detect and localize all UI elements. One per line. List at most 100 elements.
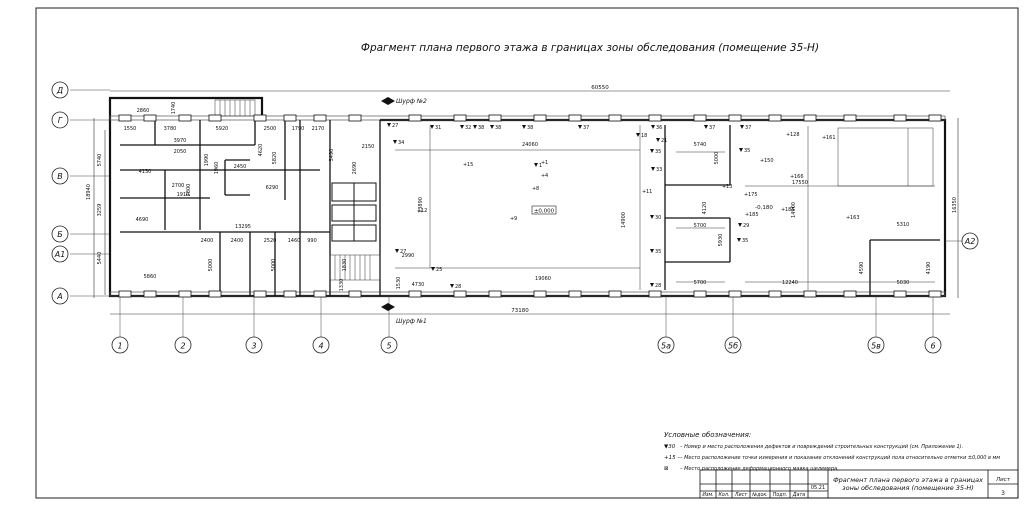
svg-text:+: + <box>760 158 764 164</box>
measurement-point: +13 <box>722 184 732 190</box>
measurement-point: +11 <box>642 189 652 195</box>
svg-text:185: 185 <box>749 212 759 218</box>
svg-text:161: 161 <box>826 135 836 141</box>
dim-value: 1330 <box>339 279 345 292</box>
svg-text:⊠: ⊠ <box>664 466 669 472</box>
dim-value: 2520 <box>264 238 277 244</box>
svg-text:2: 2 <box>180 342 185 351</box>
dim-value: 6290 <box>266 185 279 191</box>
dim-value: 12240 <box>782 280 798 286</box>
axis-number-3: 3 <box>245 336 263 354</box>
svg-text:– Место расположение деформаци: – Место расположение деформационного мая… <box>680 466 839 472</box>
svg-text:Шурф №1: Шурф №1 <box>396 318 427 325</box>
svg-text:37: 37 <box>583 125 589 131</box>
svg-text:28: 28 <box>655 283 661 289</box>
axis-letter-2: Г <box>51 111 69 129</box>
measurement-point: +128 <box>786 132 800 138</box>
dim-value: 4690 <box>136 217 149 223</box>
svg-text:175: 175 <box>748 192 758 198</box>
dim-value: 18940 <box>86 184 92 200</box>
svg-text:1: 1 <box>539 163 542 169</box>
svg-text:163: 163 <box>850 215 860 221</box>
dim-value: 5860 <box>144 274 157 280</box>
dim-value: 5000 <box>271 259 277 272</box>
svg-text:166: 166 <box>794 174 804 180</box>
svg-text:А: А <box>56 292 62 301</box>
drawing-title: Фрагмент плана первого этажа в границах … <box>361 42 819 54</box>
measurement-points: +1+4+8+9+11+12+13+15+128+150+161+163+166… <box>417 132 860 222</box>
dim-value: 2690 <box>352 162 358 175</box>
svg-text:35: 35 <box>655 149 661 155</box>
dim-value: 5700 <box>694 280 707 286</box>
axis-number-7: 5б <box>724 336 742 354</box>
svg-text:27: 27 <box>392 123 398 129</box>
dim-value: 2400 <box>231 238 244 244</box>
svg-text:– Номер и место расположения д: – Номер и место расположения дефектов и … <box>680 444 963 450</box>
defect-marker: 36 <box>651 125 662 131</box>
dim-value: 5820 <box>272 152 278 165</box>
svg-text:4: 4 <box>545 173 548 179</box>
dim-value: 24060 <box>522 142 538 148</box>
dim-value: 5700 <box>694 223 707 229</box>
measurement-point: +185 <box>745 212 759 218</box>
dim-value: 2860 <box>137 108 150 114</box>
svg-text:5в: 5в <box>871 342 881 351</box>
dim-value: 1960 <box>214 162 220 175</box>
elevation-label-right: -0,180 <box>755 205 773 211</box>
svg-text:31: 31 <box>435 125 441 131</box>
defect-marker: 35 <box>650 249 661 255</box>
measurement-point: +12 <box>417 208 427 214</box>
svg-text:3: 3 <box>251 342 256 351</box>
svg-text:+: + <box>781 207 785 213</box>
svg-text:35: 35 <box>742 238 748 244</box>
svg-text:+: + <box>417 208 421 214</box>
axis-number-5: 5 <box>380 336 398 354</box>
svg-text:В: В <box>57 172 63 181</box>
small-rooms <box>331 182 377 242</box>
axis-number-2: 2 <box>174 336 192 354</box>
dim-value: 5310 <box>897 222 910 228</box>
svg-text:А2: А2 <box>964 237 976 246</box>
svg-text:5б: 5б <box>728 342 738 351</box>
svg-text:38: 38 <box>495 125 501 131</box>
stamp-header: Подп. <box>773 492 788 498</box>
svg-text:6: 6 <box>930 342 935 351</box>
wall-bands <box>109 115 946 297</box>
svg-text:30: 30 <box>655 215 661 221</box>
dim-value: 4590 <box>859 262 865 275</box>
axis-letter-right: А2 <box>945 232 979 250</box>
defect-marker: 37 <box>578 125 589 131</box>
defect-marker: 27 <box>387 123 398 129</box>
stamp-header: Дата <box>792 492 805 498</box>
legend: Условные обозначения: ▼30– Номер и место… <box>664 431 1000 472</box>
svg-text:35: 35 <box>655 249 661 255</box>
defect-marker: 25 <box>431 267 442 273</box>
svg-text:+: + <box>642 189 646 195</box>
dim-value: 3259 <box>97 204 103 217</box>
stamp-header: Кол. <box>719 492 730 498</box>
svg-text:32: 32 <box>465 125 471 131</box>
dim-value: 5000 <box>714 152 720 165</box>
svg-text:37: 37 <box>745 125 751 131</box>
dim-value: 17550 <box>792 180 808 186</box>
svg-text:+: + <box>786 132 790 138</box>
axis-letter-5: А1 <box>51 245 69 263</box>
stamp-header: Лист <box>734 492 747 498</box>
stamp-header: Изм. <box>702 492 713 498</box>
dim-value: 19060 <box>535 276 551 282</box>
dim-value: 1990 <box>204 154 210 167</box>
measurement-point: +150 <box>760 158 774 164</box>
svg-text:12: 12 <box>421 208 427 214</box>
dim-value: 2500 <box>264 126 277 132</box>
measurement-point: +15 <box>463 162 473 168</box>
measurement-point: +4 <box>541 173 548 179</box>
svg-text:1: 1 <box>545 160 548 166</box>
svg-text:34: 34 <box>398 140 404 146</box>
window-openings <box>118 114 942 298</box>
defect-marker: 35 <box>737 238 748 244</box>
dim-value: 3780 <box>164 126 177 132</box>
hall-partitions <box>664 125 940 296</box>
svg-text:Шурф №2: Шурф №2 <box>396 98 427 105</box>
svg-text:11: 11 <box>646 189 652 195</box>
